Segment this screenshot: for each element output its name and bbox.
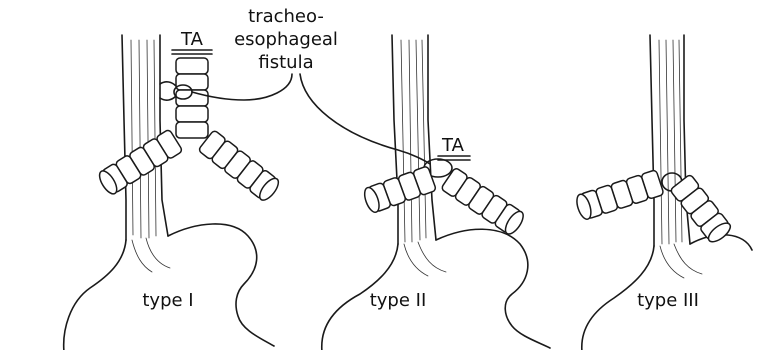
type-label-2: type II	[370, 290, 427, 311]
fistula-label-line-3: fistula	[258, 52, 313, 73]
ta-marker-1	[172, 50, 212, 54]
panel-type-1: TA type I	[64, 29, 282, 350]
right-bronchus-1	[198, 130, 282, 203]
esophagus-2	[392, 35, 436, 244]
ta-label-1: TA	[180, 29, 204, 50]
ta-label-2: TA	[441, 135, 465, 156]
left-bronchus-1	[96, 129, 183, 197]
stomach-2	[322, 229, 550, 350]
stomach-1	[64, 224, 274, 350]
type-label-1: type I	[142, 290, 193, 311]
esophagus-3	[650, 35, 690, 246]
ta-marker-2	[438, 156, 470, 160]
fistula-label-line-1: tracheo-	[248, 6, 324, 27]
type-label-3: type III	[637, 290, 699, 311]
right-bronchus-2	[441, 167, 527, 237]
left-bronchus-3	[574, 170, 664, 221]
panel-type-2: TA type II	[322, 35, 550, 350]
panel-type-3: type III	[574, 35, 752, 350]
fistula-label-line-2: esophageal	[234, 29, 338, 50]
right-bronchus-3	[670, 174, 734, 245]
